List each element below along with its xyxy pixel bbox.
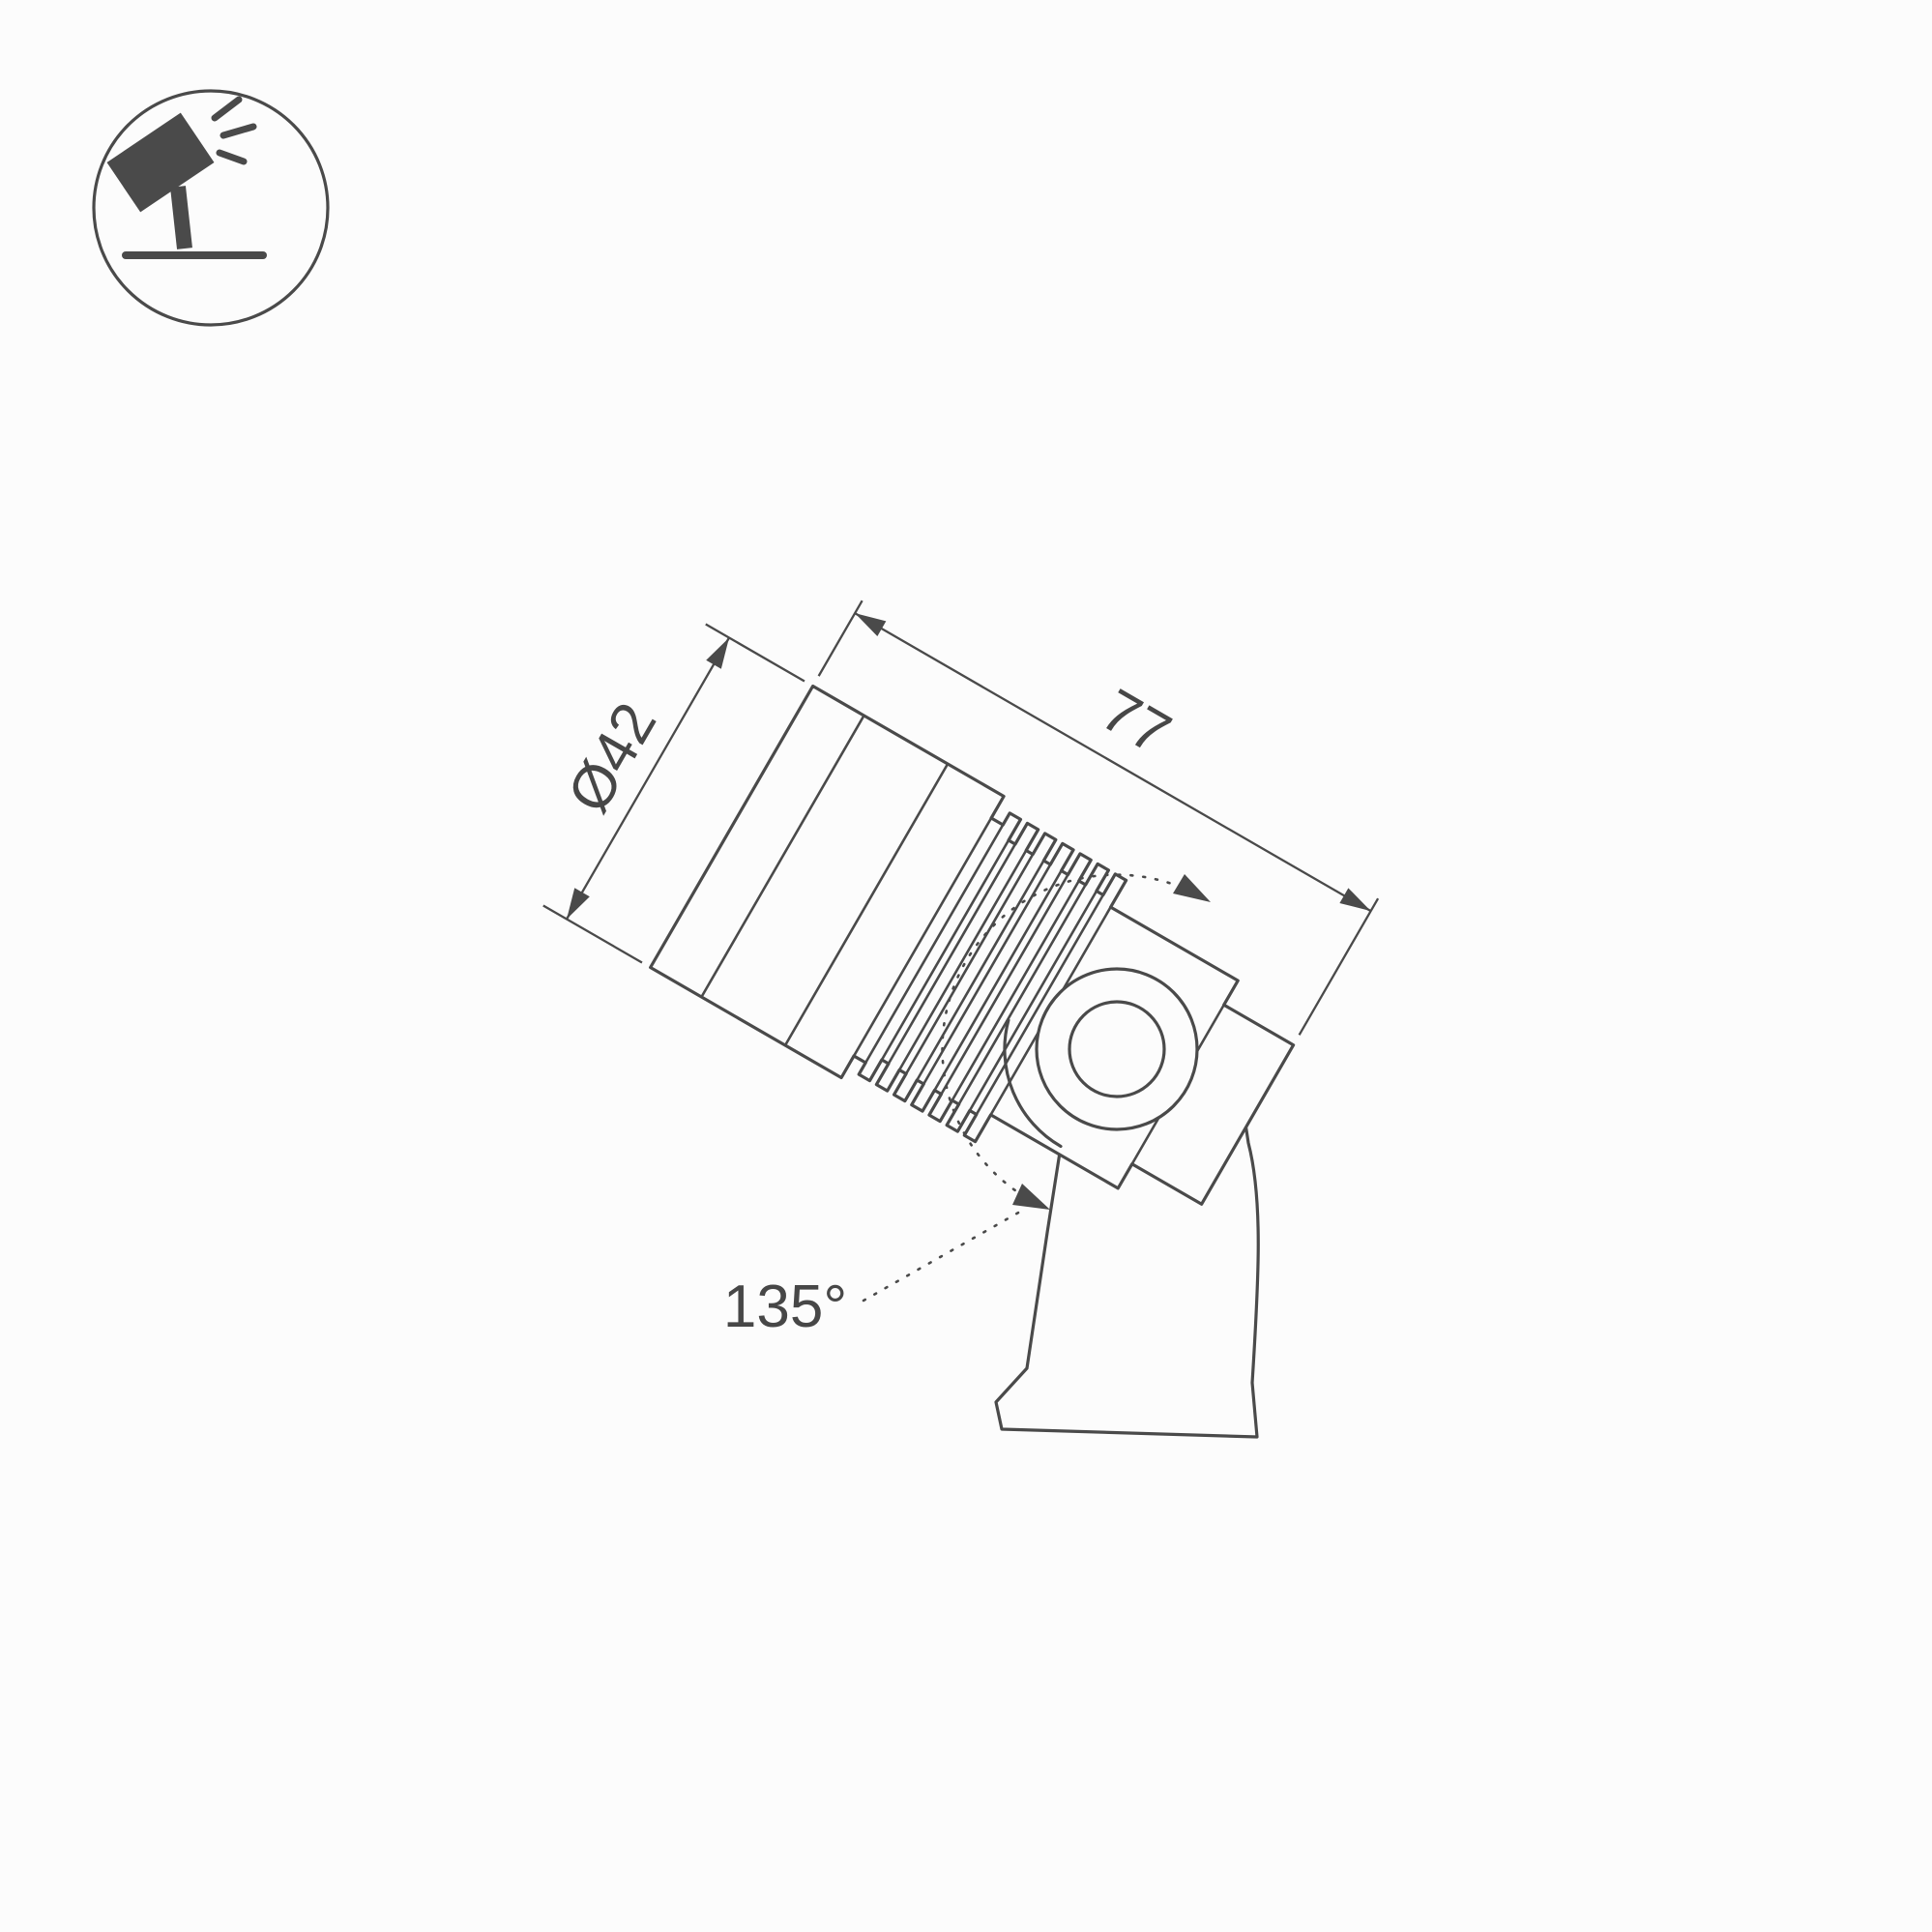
arrowhead-icon <box>855 613 887 636</box>
diameter-dimension-line <box>566 636 731 921</box>
icon-circle <box>92 89 330 327</box>
arrowhead-icon <box>567 888 590 920</box>
length-extension-line <box>1298 897 1380 1036</box>
arrowhead-icon <box>1339 888 1371 912</box>
diameter-label: Ø42 <box>555 692 669 824</box>
cooling-fin-lines <box>858 812 1127 1143</box>
length-extension-line <box>817 600 864 677</box>
bracket-head-arc <box>1003 1018 1063 1149</box>
diameter-extension-line <box>542 904 643 964</box>
length-dimension-line <box>854 612 1372 913</box>
spotlight-body: Ø42 77 <box>542 600 1380 1206</box>
product-type-icon <box>92 89 330 327</box>
pivot-joint <box>1035 967 1199 1131</box>
rotation-arrowhead-icon <box>1173 874 1211 902</box>
icon-light-rays-icon <box>211 96 257 165</box>
length-label: 77 <box>1090 677 1181 768</box>
pivot-inner-circle <box>1068 1000 1166 1098</box>
rotation-range-annotation: 135° <box>723 873 1211 1340</box>
icon-spotlight-head <box>106 112 215 213</box>
diameter-extension-line <box>705 623 805 683</box>
angle-label: 135° <box>723 1273 847 1340</box>
rotation-arrowhead-icon <box>1012 1184 1050 1210</box>
angle-leader-line <box>862 1210 1022 1303</box>
arrowhead-icon <box>706 637 730 669</box>
icon-stand-stem <box>170 186 192 249</box>
rotation-range-arc <box>941 873 1206 1209</box>
